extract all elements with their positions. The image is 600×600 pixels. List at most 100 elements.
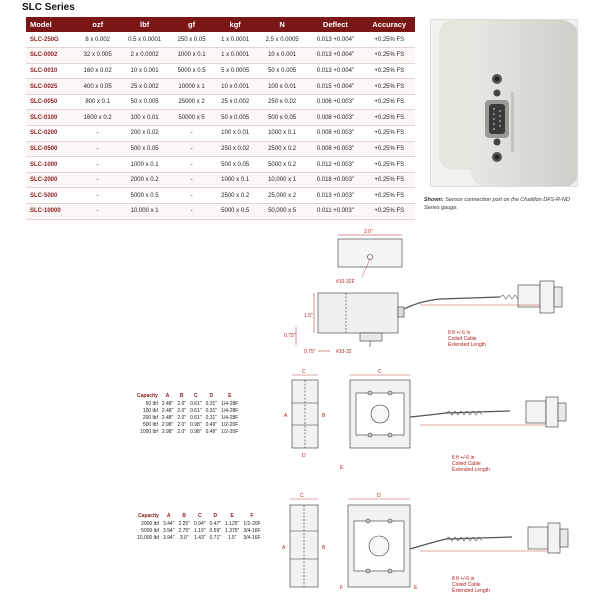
- table-cell: 2.75": [178, 527, 190, 534]
- section-title: SLC Series: [22, 2, 75, 13]
- dim-width-label: 2.0": [364, 229, 373, 235]
- table-cell: 1000 x 0.1: [213, 172, 257, 189]
- table-cell: 2.0": [177, 400, 187, 407]
- column-header: E: [228, 393, 232, 399]
- table-cell: -: [169, 141, 214, 158]
- cable-note-2c: Extended Length: [452, 467, 490, 473]
- table-cell: 0.49": [205, 428, 218, 435]
- table-cell: 0.47": [209, 520, 222, 527]
- capacity-cell: 10,000 lbf: [137, 534, 159, 541]
- model-cell: SLC-0025: [26, 78, 76, 95]
- table-cell: 2.0": [177, 428, 187, 435]
- capacity-cell: 5000 lbf: [141, 527, 159, 534]
- table-cell: 10 x 0.001: [256, 47, 308, 64]
- table-cell: -: [75, 187, 120, 205]
- table-cell: 0.31": [205, 400, 218, 407]
- table-cell: 50,000 x 5: [256, 203, 308, 220]
- slc-high-capacity-drawing: C A B D F E 8 ft +/-6 in Coiled Cable Ex…: [282, 493, 569, 594]
- d2-letter-d: D: [302, 453, 306, 459]
- table-cell: 0.013 +0.003": [307, 187, 364, 205]
- table-cell: -: [169, 187, 214, 205]
- table-cell: 0.018 +0.003": [307, 172, 364, 189]
- dim-offset-label: 0.75": [304, 349, 316, 355]
- model-cell: SLC-1000: [26, 156, 76, 173]
- table-cell: 1.375": [225, 527, 240, 534]
- d3-letter-b: B: [322, 545, 326, 551]
- table-cell: 0.011 +0.003": [307, 203, 364, 220]
- table-cell: 32 x 0.005: [75, 47, 120, 64]
- table-cell: 1 x 0.0001: [213, 32, 257, 49]
- table-cell: 10,000 x 1: [256, 172, 308, 189]
- table-cell: +0.25% FS: [363, 156, 415, 173]
- model-cell: SLC-5000: [26, 187, 76, 205]
- d2-letter-e: E: [340, 465, 344, 471]
- slc-low-capacity-drawing: 2.0" #10-32F 1.5" 0.75" 0.75" #10-32 8 f…: [284, 229, 563, 355]
- connection-port-photo: [430, 19, 578, 187]
- column-header: ozf: [75, 17, 120, 32]
- cable-note-3a: 8 ft +/-6 in: [452, 576, 475, 582]
- d3-letter-a: A: [282, 545, 286, 551]
- table-cell: 2.0": [177, 414, 187, 421]
- column-header: Capacity: [138, 513, 159, 519]
- table-cell: +0.25% FS: [363, 172, 415, 189]
- table-cell: -: [75, 141, 120, 158]
- table-cell: 2.48": [161, 414, 174, 421]
- table-cell: 1/4-28F: [221, 407, 239, 414]
- table-cell: 25,000 x 2: [256, 187, 308, 205]
- column-header: N: [256, 17, 308, 32]
- table-cell: 25 x 0.002: [213, 94, 257, 111]
- table-cell: 800 x 0.1: [75, 94, 120, 111]
- capacity-cell: 50 lbf: [145, 400, 158, 407]
- d2-letter-c: C: [302, 369, 306, 375]
- table-cell: 1/2-20F: [221, 428, 239, 435]
- table-cell: 3.0": [179, 534, 189, 541]
- column-header: D: [213, 513, 218, 519]
- table-cell: 10,000 x 1: [119, 203, 170, 220]
- table-cell: +0.25% FS: [363, 125, 415, 142]
- column-header: lbf: [119, 17, 170, 32]
- table-cell: 2500 x 0.2: [256, 141, 308, 158]
- table-cell: 3/4-16F: [243, 534, 261, 541]
- cable-note-2b: Coiled Cable: [452, 461, 481, 467]
- photo-caption: Shown: Sensor connection port on the Cha…: [424, 196, 584, 212]
- table-cell: 0.61": [190, 414, 202, 421]
- table-cell: 10 x 0.001: [119, 63, 170, 80]
- table-cell: 1600 x 0.2: [75, 109, 120, 127]
- table-cell: 25000 x 2: [169, 94, 214, 111]
- table-cell: 50 x 0.005: [256, 63, 308, 80]
- d2-letter-b: B: [322, 413, 326, 419]
- column-header: A: [166, 513, 171, 519]
- table-cell: 0.98": [190, 428, 202, 435]
- thread-top-label: #10-32F: [336, 279, 355, 285]
- table-cell: 0.006 +0.003": [307, 94, 364, 111]
- table-cell: 3/4-16F: [243, 527, 261, 534]
- dimension-drawings: 2.0" #10-32F 1.5" 0.75" 0.75" #10-32 8 f…: [0, 225, 600, 600]
- table-cell: 2500 x 0.2: [213, 187, 257, 205]
- table-cell: -: [169, 203, 214, 220]
- model-cell: SLC-2000: [26, 172, 76, 189]
- d3-letter-c: C: [300, 493, 304, 499]
- table-cell: 1000 x 0.1: [256, 125, 308, 142]
- column-header: C: [194, 393, 198, 399]
- table-cell: 0.94": [194, 520, 206, 527]
- column-header: E: [230, 513, 234, 519]
- table-cell: -: [75, 156, 120, 173]
- d3-letter-f: F: [340, 585, 343, 591]
- cable-note-3b: Coiled Cable: [452, 582, 481, 588]
- cable-note-2a: 8 ft +/-6 in: [452, 455, 475, 461]
- model-cell: SLC-0500: [26, 141, 76, 158]
- table-cell: 100 x 0.01: [119, 109, 170, 127]
- table-cell: 2.0": [177, 407, 187, 414]
- table-cell: +0.25% FS: [363, 187, 415, 205]
- table-cell: 1.5": [227, 534, 237, 541]
